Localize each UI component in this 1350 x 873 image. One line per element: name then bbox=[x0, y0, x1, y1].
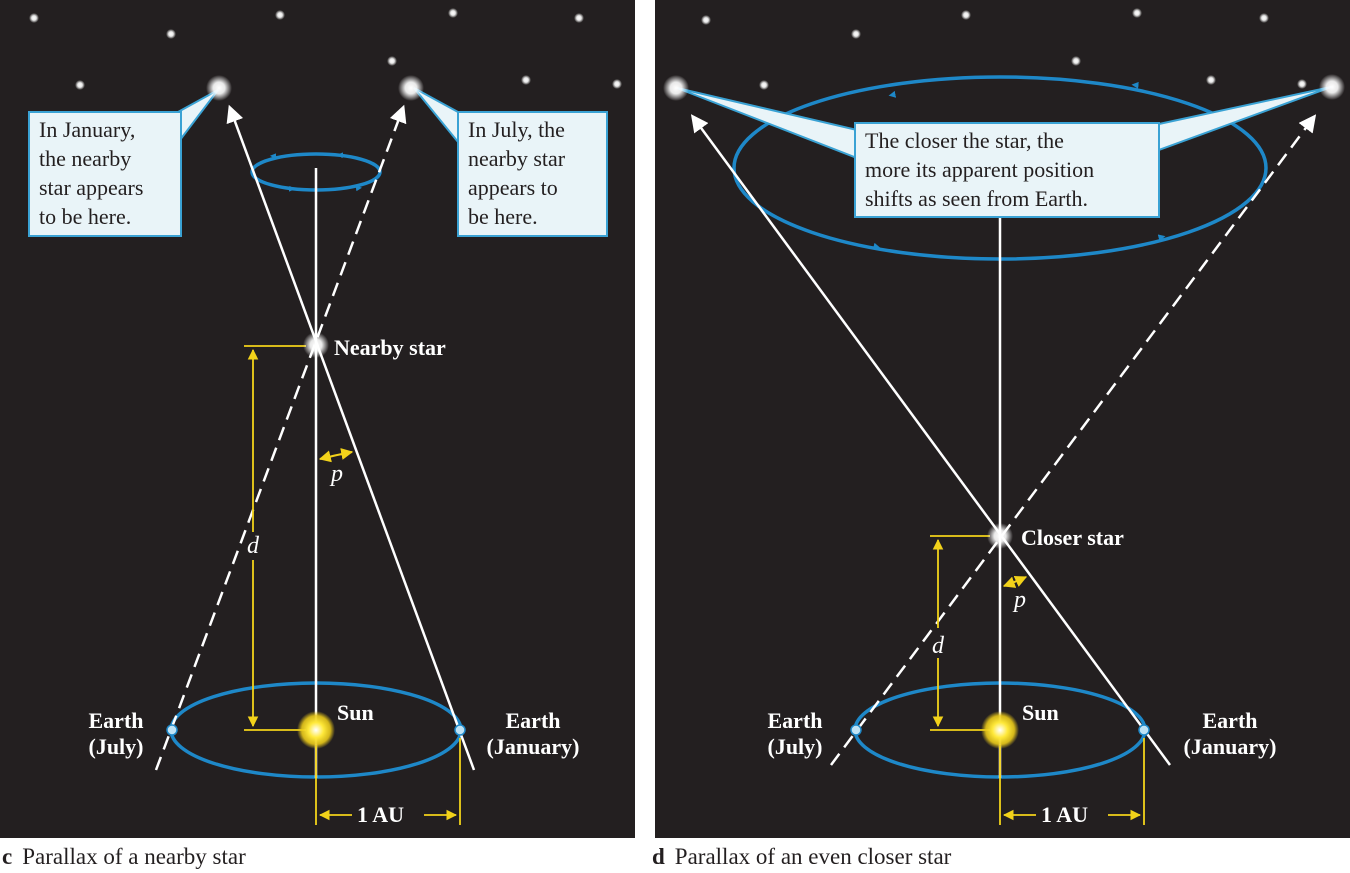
caption-letter: c bbox=[2, 844, 13, 869]
parallax-symbol: p bbox=[1014, 587, 1026, 613]
background-star bbox=[1297, 79, 1307, 89]
au-label: 1 AU bbox=[1037, 803, 1093, 827]
earth-july-marker bbox=[850, 724, 862, 736]
distance-measure bbox=[244, 345, 306, 731]
earth-january-label: Earth (January) bbox=[1183, 708, 1277, 759]
background-star bbox=[75, 80, 85, 90]
sun-icon bbox=[297, 711, 335, 749]
background-stars bbox=[29, 8, 622, 90]
background-star bbox=[612, 79, 622, 89]
background-star bbox=[275, 10, 285, 20]
panel-closer-star: The closer the star, the more its appare… bbox=[655, 0, 1350, 838]
sun-label: Sun bbox=[337, 700, 374, 725]
earth-july-label: Earth (July) bbox=[767, 708, 823, 759]
background-star bbox=[851, 29, 861, 39]
background-star bbox=[759, 80, 769, 90]
caption-text: Parallax of a nearby star bbox=[22, 844, 246, 869]
apparent-star-left bbox=[663, 75, 689, 101]
callout-january: In January, the nearby star appears to b… bbox=[28, 111, 182, 237]
background-star bbox=[1259, 13, 1269, 23]
apparent-star-january bbox=[206, 75, 232, 101]
caption-d: d Parallax of an even closer star bbox=[652, 844, 951, 870]
sun-label: Sun bbox=[1022, 700, 1059, 725]
au-measure bbox=[315, 738, 461, 825]
background-star bbox=[1206, 75, 1216, 85]
background-star bbox=[448, 8, 458, 18]
background-stars bbox=[701, 8, 1307, 90]
distance-symbol: d bbox=[247, 533, 259, 559]
earth-january-label: Earth (January) bbox=[486, 708, 580, 759]
apparent-star-july bbox=[398, 75, 424, 101]
sun-icon bbox=[981, 711, 1019, 749]
parallax-angle-arc bbox=[1002, 576, 1028, 588]
au-label: 1 AU bbox=[353, 803, 409, 827]
callout-july: In July, the nearby star appears to be h… bbox=[457, 111, 608, 237]
distance-measure bbox=[930, 535, 990, 731]
caption-letter: d bbox=[652, 844, 665, 869]
nearby-star-label: Nearby star bbox=[334, 335, 446, 360]
nearby-star-diagram bbox=[29, 8, 622, 825]
background-star bbox=[29, 13, 39, 23]
apparent-star-right bbox=[1319, 74, 1345, 100]
closer-star-icon bbox=[987, 523, 1013, 549]
earth-july-marker bbox=[166, 724, 178, 736]
background-star bbox=[574, 13, 584, 23]
background-star bbox=[961, 10, 971, 20]
closer-star-diagram bbox=[663, 8, 1345, 825]
closer-star-label: Closer star bbox=[1021, 525, 1124, 550]
caption-c: c Parallax of a nearby star bbox=[2, 844, 246, 870]
sightline-january bbox=[690, 114, 1172, 766]
parallax-angle-arc bbox=[318, 448, 354, 463]
distance-symbol: d bbox=[932, 633, 944, 659]
au-measure bbox=[999, 738, 1145, 825]
background-star bbox=[1071, 56, 1081, 66]
earth-july-label: Earth (July) bbox=[88, 708, 144, 759]
earth-january-marker bbox=[454, 724, 466, 736]
background-star bbox=[387, 56, 397, 66]
callout-closer-star: The closer the star, the more its appare… bbox=[854, 122, 1160, 218]
background-star bbox=[521, 75, 531, 85]
sightline-july bbox=[154, 104, 407, 771]
earth-january-marker bbox=[1138, 724, 1150, 736]
nearby-star-icon bbox=[303, 332, 329, 358]
background-star bbox=[1132, 8, 1142, 18]
sightline-january bbox=[226, 104, 476, 771]
background-star bbox=[701, 15, 711, 25]
background-star bbox=[166, 29, 176, 39]
callout-pointer-right bbox=[1158, 86, 1332, 152]
sightline-july bbox=[829, 114, 1317, 766]
parallax-symbol: p bbox=[331, 461, 343, 487]
panel-nearby-star: In January, the nearby star appears to b… bbox=[0, 0, 635, 838]
caption-text: Parallax of an even closer star bbox=[674, 844, 952, 869]
